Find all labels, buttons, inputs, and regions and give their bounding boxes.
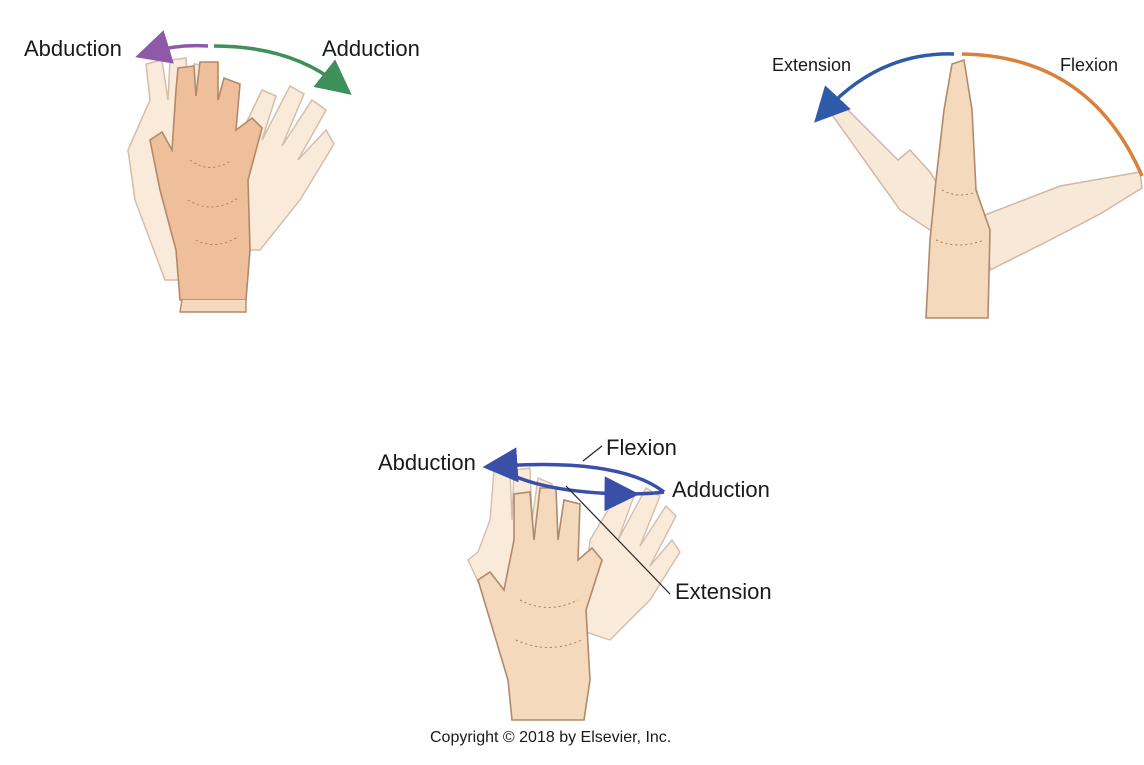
circumduction-arrow-upper [482,447,666,494]
panel-top-left [127,30,352,313]
label-abduction-bottom: Abduction [378,450,476,475]
extension-arrow [814,52,955,123]
adduction-arrow [213,44,352,95]
label-extension-top-right: Extension [772,55,852,75]
hand-extended-ghost [828,107,961,242]
hand-neutral-side [925,58,991,319]
label-flexion-top-right: Flexion [1060,55,1119,75]
label-extension-bottom: Extension [675,579,772,604]
extension-leader [565,485,671,595]
hand-flexed-ghost [984,171,1143,272]
label-abduction-top-left: Abduction [24,36,122,61]
panel-bottom [467,445,681,721]
circumduction-arrow-lower [501,468,665,512]
copyright-notice: Copyright © 2018 by Elsevier, Inc. [430,729,672,746]
abduction-arrow [135,30,209,64]
flexion-arrow [961,52,1144,177]
label-adduction-bottom: Adduction [672,477,770,502]
panel-top-right [814,52,1144,319]
label-adduction-top-left: Adduction [322,36,420,61]
flexion-leader [582,445,603,462]
hand-center [477,487,603,721]
label-flexion-bottom: Flexion [606,435,677,460]
hand-neutral [149,61,263,313]
